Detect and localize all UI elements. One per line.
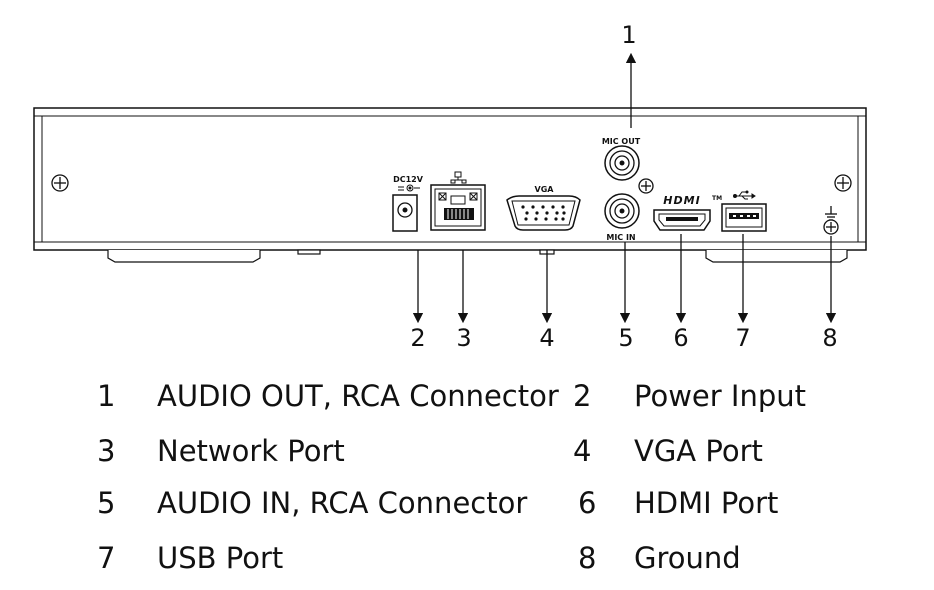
legend-label: AUDIO OUT, RCA Connector [157, 379, 559, 413]
legend-number: 8 [578, 541, 597, 575]
callout-number-4: 4 [539, 324, 554, 352]
callout-number-2: 2 [410, 324, 425, 352]
dc-polarity-icon [398, 184, 420, 192]
chassis-feet [107, 249, 848, 263]
hdmi-trademark: TM [712, 195, 722, 202]
screw-icon [834, 174, 852, 192]
legend-number: 4 [573, 434, 592, 468]
usb-icon [733, 190, 756, 200]
callout-number-3: 3 [456, 324, 471, 352]
callout-number-7: 7 [735, 324, 750, 352]
rear-panel-diagram: DC12V VGA [33, 21, 867, 352]
legend-label: VGA Port [634, 434, 763, 468]
screw-icon [51, 174, 69, 192]
legend-number: 5 [97, 486, 116, 520]
callout-lines [412, 52, 837, 324]
callout-number-5: 5 [618, 324, 633, 352]
legend-label: HDMI Port [634, 486, 779, 520]
mic-in-port: MIC IN [604, 193, 640, 242]
callout-number-8: 8 [822, 324, 837, 352]
network-port [430, 171, 486, 231]
legend-number: 3 [97, 434, 116, 468]
power-input-port: DC12V [392, 175, 424, 232]
hdmi-logo-text: HDMI [663, 194, 700, 207]
hdmi-port: HDMI TM [653, 194, 722, 231]
network-icon [450, 171, 467, 184]
mic-in-label: MIC IN [606, 233, 635, 242]
power-port-label: DC12V [393, 175, 424, 184]
legend-label: Power Input [634, 379, 806, 413]
legend-number: 7 [97, 541, 116, 575]
legend-number: 2 [573, 379, 592, 413]
callout-number-1: 1 [621, 21, 636, 49]
legend-number: 1 [97, 379, 116, 413]
ground-terminal [823, 206, 839, 235]
mic-out-port: MIC OUT [602, 137, 641, 181]
mic-out-label: MIC OUT [602, 137, 641, 146]
vga-port-label: VGA [535, 185, 555, 194]
vga-port: VGA [506, 185, 581, 231]
legend-label: USB Port [157, 541, 284, 575]
screw-icon [638, 178, 654, 194]
legend-label: AUDIO IN, RCA Connector [157, 486, 528, 520]
legend-label: Ground [634, 541, 741, 575]
usb-port [721, 190, 767, 232]
legend-number: 6 [578, 486, 597, 520]
callout-number-6: 6 [673, 324, 688, 352]
legend-label: Network Port [157, 434, 345, 468]
